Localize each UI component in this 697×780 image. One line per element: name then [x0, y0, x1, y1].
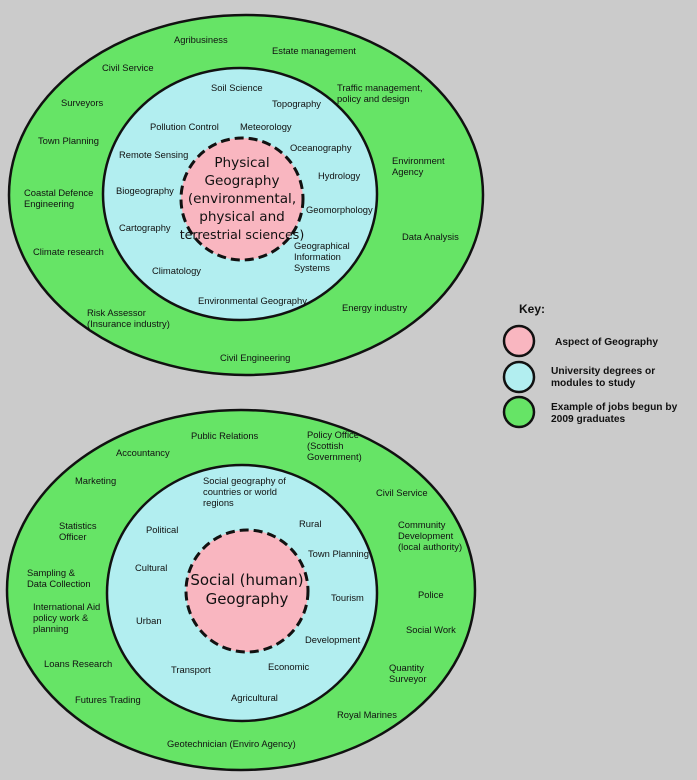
- job-data-analysis: Data Analysis: [402, 231, 459, 242]
- job-coastal-line-2: Engineering: [24, 198, 74, 209]
- job-environment-agency-line-1: Environment: [392, 155, 445, 166]
- job-international-aid-line-3: planning: [33, 623, 68, 634]
- key-label-modules-line-1: University degrees or: [551, 366, 655, 377]
- job-social-work: Social Work: [406, 624, 456, 635]
- social-core-line-1: Social (human): [190, 571, 303, 589]
- job-statistics-line-2: Officer: [59, 531, 86, 542]
- module-tourism: Tourism: [331, 592, 364, 603]
- key-label-jobs-line-1: Example of jobs begun by: [551, 402, 678, 413]
- physical-core-line-3: (environmental,: [188, 191, 296, 207]
- physical-core-line-5: terrestrial sciences): [180, 227, 305, 242]
- job-coastal-line-1: Coastal Defence: [24, 187, 93, 198]
- module-climatology: Climatology: [152, 265, 201, 276]
- physical-core-line-1: Physical: [214, 155, 269, 171]
- module-political: Political: [146, 524, 178, 535]
- module-gis-line-2: Information: [294, 251, 341, 262]
- module-social-geo-line-2: countries or world: [203, 486, 277, 497]
- job-traffic-line-1: Traffic management,: [337, 82, 422, 93]
- job-marketing: Marketing: [75, 475, 116, 486]
- job-futures-trading: Futures Trading: [75, 694, 141, 705]
- key-swatch-aspect: [502, 324, 536, 358]
- job-statistics-line-1: Statistics: [59, 520, 97, 531]
- job-environment-agency-line-2: Agency: [392, 166, 424, 177]
- job-energy-industry: Energy industry: [342, 302, 407, 313]
- module-geomorphology: Geomorphology: [306, 204, 373, 215]
- job-public-relations: Public Relations: [191, 430, 259, 441]
- job-civil-service-social: Civil Service: [376, 487, 428, 498]
- key-legend: Key: Aspect of Geography University degr…: [502, 302, 678, 429]
- module-hydrology: Hydrology: [318, 170, 361, 181]
- module-meteorology: Meteorology: [240, 121, 292, 132]
- module-rural: Rural: [299, 518, 321, 529]
- job-accountancy: Accountancy: [116, 447, 170, 458]
- module-social-geo-line-3: regions: [203, 497, 234, 508]
- job-policy-office-line-2: (Scottish: [307, 440, 343, 451]
- key-label-aspect: Aspect of Geography: [555, 337, 658, 348]
- job-loans-research: Loans Research: [44, 658, 112, 669]
- job-police: Police: [418, 589, 444, 600]
- physical-core-line-4: physical and: [199, 209, 285, 225]
- job-international-aid-line-2: policy work &: [33, 612, 89, 623]
- module-pollution-control: Pollution Control: [150, 121, 219, 132]
- physical-aspect-core: [179, 136, 305, 262]
- key-label-modules-line-2: modules to study: [551, 378, 636, 389]
- module-topography: Topography: [272, 98, 321, 109]
- job-risk-line-2: (Insurance industry): [87, 318, 170, 329]
- module-oceanography: Oceanography: [290, 142, 352, 153]
- job-estate-management: Estate management: [272, 45, 356, 56]
- key-label-jobs-line-2: 2009 graduates: [551, 414, 626, 425]
- job-policy-office-line-3: Government): [307, 451, 362, 462]
- physical-geography-group: Physical Geography (environmental, physi…: [7, 13, 485, 377]
- module-town-planning-social: Town Planning: [308, 548, 369, 559]
- social-core-line-2: Geography: [206, 590, 289, 608]
- job-policy-office-line-1: Policy Office: [307, 429, 359, 440]
- job-sampling-line-1: Sampling &: [27, 567, 76, 578]
- job-sampling-line-2: Data Collection: [27, 578, 91, 589]
- module-transport: Transport: [171, 664, 211, 675]
- job-quantity-line-1: Quantity: [389, 662, 424, 673]
- social-aspect-core: [184, 528, 310, 654]
- key-swatch-jobs: [502, 395, 536, 429]
- job-quantity-line-2: Surveyor: [389, 673, 427, 684]
- job-geotechnician: Geotechnician (Enviro Agency): [167, 738, 296, 749]
- module-gis-line-3: Systems: [294, 262, 330, 273]
- job-agribusiness: Agribusiness: [174, 34, 228, 45]
- module-biogeography: Biogeography: [116, 185, 174, 196]
- job-royal-marines: Royal Marines: [337, 709, 397, 720]
- module-urban: Urban: [136, 615, 162, 626]
- module-remote-sensing: Remote Sensing: [119, 149, 188, 160]
- module-cartography: Cartography: [119, 222, 171, 233]
- job-community-line-1: Community: [398, 519, 446, 530]
- module-gis-line-1: Geographical: [294, 240, 350, 251]
- job-international-aid-line-1: International Aid: [33, 601, 100, 612]
- job-civil-service: Civil Service: [102, 62, 154, 73]
- module-environmental-geography: Environmental Geography: [198, 295, 307, 306]
- key-swatch-modules: [502, 360, 536, 394]
- module-social-geo-line-1: Social geography of: [203, 475, 286, 486]
- job-town-planning: Town Planning: [38, 135, 99, 146]
- job-community-line-2: Development: [398, 530, 454, 541]
- job-risk-line-1: Risk Assessor: [87, 307, 146, 318]
- module-development: Development: [305, 634, 361, 645]
- job-civil-engineering: Civil Engineering: [220, 352, 290, 363]
- social-geography-group: Social (human) Geography Social geograph…: [5, 408, 477, 772]
- job-climate-research: Climate research: [33, 246, 104, 257]
- job-community-line-3: (local authority): [398, 541, 462, 552]
- key-title: Key:: [519, 302, 545, 316]
- module-soil-science: Soil Science: [211, 82, 263, 93]
- module-agricultural: Agricultural: [231, 692, 278, 703]
- job-surveyors: Surveyors: [61, 97, 104, 108]
- physical-core-line-2: Geography: [204, 173, 279, 189]
- module-cultural: Cultural: [135, 562, 167, 573]
- module-economic: Economic: [268, 661, 309, 672]
- job-traffic-line-2: policy and design: [337, 93, 409, 104]
